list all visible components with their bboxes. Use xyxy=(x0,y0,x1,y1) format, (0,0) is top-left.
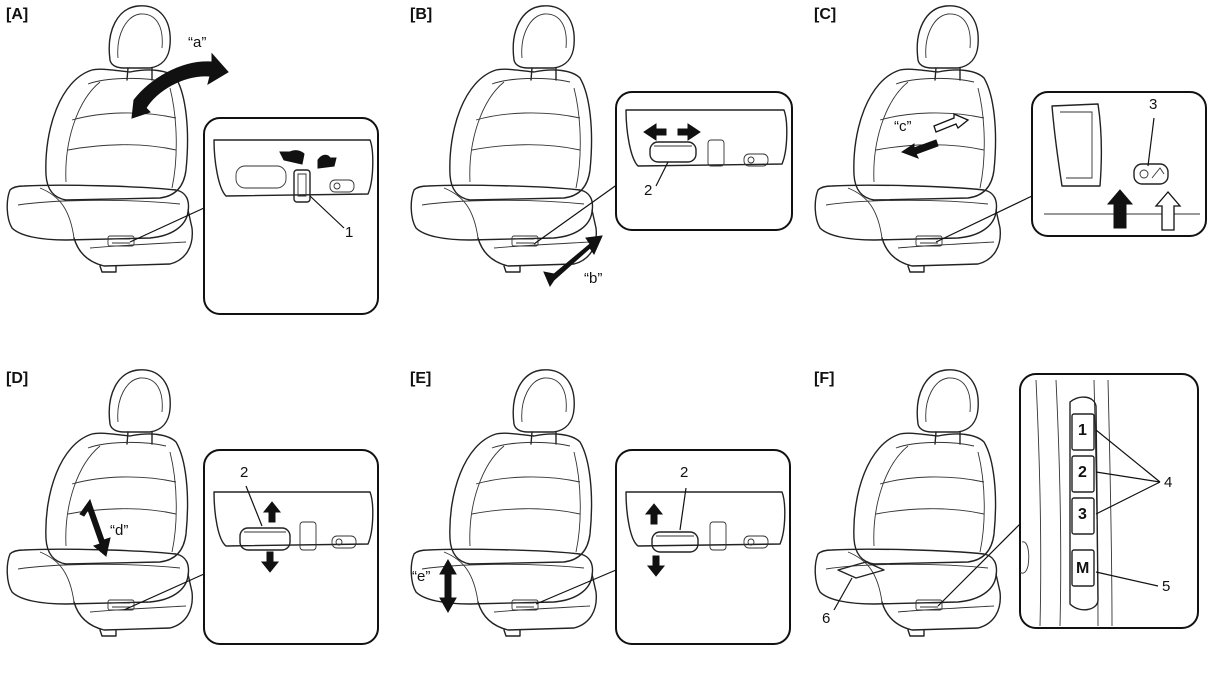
callout-d: “d” xyxy=(110,522,129,539)
switch-arrow-forward xyxy=(677,123,701,141)
front-height-arrow xyxy=(79,498,111,557)
callout-1: 1 xyxy=(345,224,354,241)
switch-arrow-up xyxy=(644,503,664,525)
seat-illustration xyxy=(6,369,194,637)
switch-inset xyxy=(203,449,379,645)
seat-illustration xyxy=(814,369,1002,637)
panel-d: [D] 2 “d” xyxy=(0,364,404,687)
switch-inset xyxy=(203,117,379,315)
door-trim-inset xyxy=(1019,373,1199,629)
callout-b: “b” xyxy=(584,270,603,287)
lumbar-switch-arrow-back xyxy=(1154,191,1182,231)
panel-d-drawing xyxy=(6,369,379,645)
memory-set-button-label: M xyxy=(1076,560,1090,577)
memory-set-button[interactable] xyxy=(1071,549,1095,587)
memory-button-1-label: 1 xyxy=(1078,422,1087,439)
seat-illustration xyxy=(6,5,194,273)
seat-switch xyxy=(239,527,291,551)
memory-button-3[interactable] xyxy=(1071,497,1095,535)
memory-button-2-label: 2 xyxy=(1078,464,1087,481)
panel-title: [A] xyxy=(6,6,29,23)
lumbar-arrow-forward xyxy=(900,139,939,159)
recline-arrow xyxy=(131,52,229,119)
panel-f-drawing xyxy=(814,369,1199,637)
switch-arrow-up xyxy=(262,501,282,523)
panel-title: [D] xyxy=(6,370,29,387)
memory-button-2[interactable] xyxy=(1071,455,1095,493)
callout-5: 5 xyxy=(1162,578,1171,595)
memory-button-1[interactable] xyxy=(1071,413,1095,451)
switch-arrow-forward xyxy=(317,154,337,169)
recline-lever xyxy=(293,169,311,203)
panel-e: [E] 2 “e” xyxy=(404,364,808,687)
lumbar-switch-arrow-forward xyxy=(1106,189,1134,229)
callout-a: “a” xyxy=(188,34,207,51)
panel-f: [F] 1 2 3 M 4 5 6 xyxy=(808,364,1212,687)
panel-title: [C] xyxy=(814,6,837,23)
lumbar-arrow-back xyxy=(933,113,970,133)
panel-c-drawing xyxy=(814,5,1207,273)
panel-a-drawing xyxy=(6,5,379,315)
panel-b: [B] 2 “b” xyxy=(404,0,808,323)
seat-height-arrow xyxy=(439,558,457,614)
switch-arrow-down xyxy=(646,555,666,577)
callout-4: 4 xyxy=(1164,474,1173,491)
callout-2: 2 xyxy=(644,182,653,199)
panel-title: [E] xyxy=(410,370,432,387)
panel-a: [A] “a” 1 xyxy=(0,0,404,323)
callout-2: 2 xyxy=(240,464,249,481)
memory-button-3-label: 3 xyxy=(1078,506,1087,523)
switch-arrow-down xyxy=(260,551,280,573)
panel-title: [B] xyxy=(410,6,433,23)
switch-arrow-back xyxy=(643,123,667,141)
switch-inset xyxy=(615,91,793,231)
lumbar-switch xyxy=(1133,163,1169,185)
seat-illustration xyxy=(410,5,598,273)
callout-c: “c” xyxy=(894,118,912,135)
panel-title: [F] xyxy=(814,370,835,387)
switch-arrow-back xyxy=(279,150,305,165)
callout-2: 2 xyxy=(680,464,689,481)
panel-b-drawing xyxy=(410,5,793,288)
callout-3: 3 xyxy=(1149,96,1158,113)
callout-6: 6 xyxy=(822,610,831,627)
seat-switch xyxy=(651,531,699,553)
panel-e-drawing xyxy=(410,369,791,645)
slide-arrow xyxy=(543,235,603,288)
panel-c: [C] 3 “c” xyxy=(808,0,1212,323)
callout-e: “e” xyxy=(412,568,431,585)
memory-switch-panel xyxy=(1069,396,1099,611)
switch-inset xyxy=(615,449,791,645)
leader-line xyxy=(129,207,205,243)
seat-switch xyxy=(649,141,697,163)
memory-switch-location xyxy=(837,561,885,579)
seat-illustration xyxy=(410,369,598,637)
seat-illustration xyxy=(814,5,1002,273)
